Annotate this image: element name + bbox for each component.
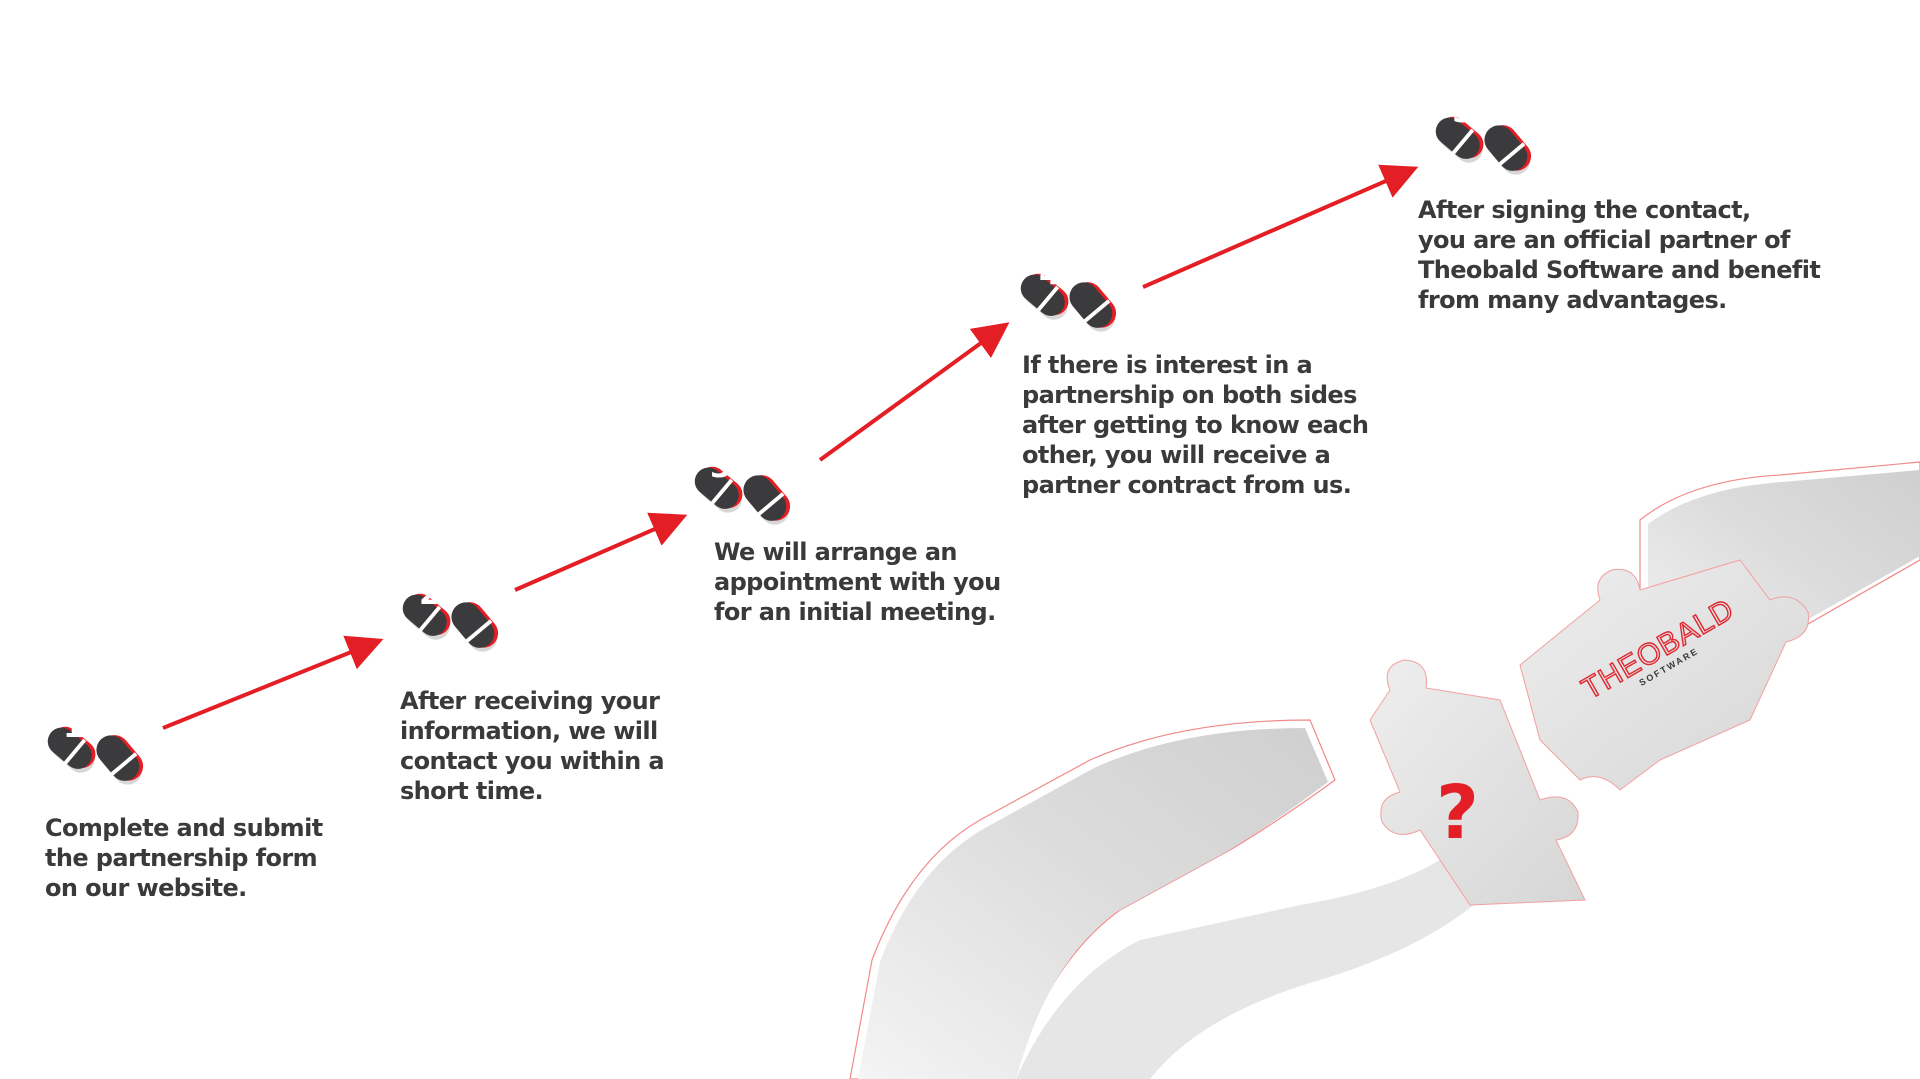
arrow-1-to-2 bbox=[162, 635, 384, 730]
step-number-2: 2 bbox=[419, 576, 441, 612]
arrow-4-to-5 bbox=[1142, 164, 1419, 289]
footprints-icon-5: 5 bbox=[1426, 94, 1539, 180]
footprints-icon-3: 3 bbox=[685, 449, 798, 530]
hands-puzzle-illustration: THEOBALD SOFTWARE ? bbox=[849, 461, 1920, 1079]
step-number-3: 3 bbox=[710, 449, 732, 485]
step-1-description: Complete and submit the partnership form… bbox=[45, 814, 323, 902]
step-4-description: If there is interest in a partnership on… bbox=[1022, 351, 1369, 499]
question-mark-icon: ? bbox=[1436, 770, 1479, 856]
step-5-description: After signing the contact, you are an of… bbox=[1418, 196, 1821, 314]
puzzle-piece-left bbox=[1369, 659, 1586, 906]
step-2-description: After receiving your information, we wil… bbox=[400, 687, 665, 805]
left-hand bbox=[858, 728, 1328, 1079]
footprints-icon-2: 2 bbox=[393, 576, 506, 657]
footprints-icon-1: 1 bbox=[38, 709, 151, 790]
step-number-4: 4 bbox=[1039, 256, 1061, 292]
step-number-5: 5 bbox=[1452, 94, 1474, 130]
arrow-2-to-3 bbox=[514, 512, 688, 592]
arrow-3-to-4 bbox=[818, 322, 1010, 462]
step-arrows bbox=[162, 164, 1419, 730]
step-number-1: 1 bbox=[63, 709, 85, 745]
lower-hand bbox=[1016, 860, 1480, 1079]
step-3-description: We will arrange an appointment with you … bbox=[714, 538, 1001, 626]
footprints-icon-4: 4 bbox=[1011, 256, 1124, 337]
puzzle-piece-right bbox=[1519, 559, 1810, 791]
left-hand-outline bbox=[849, 719, 1336, 1079]
